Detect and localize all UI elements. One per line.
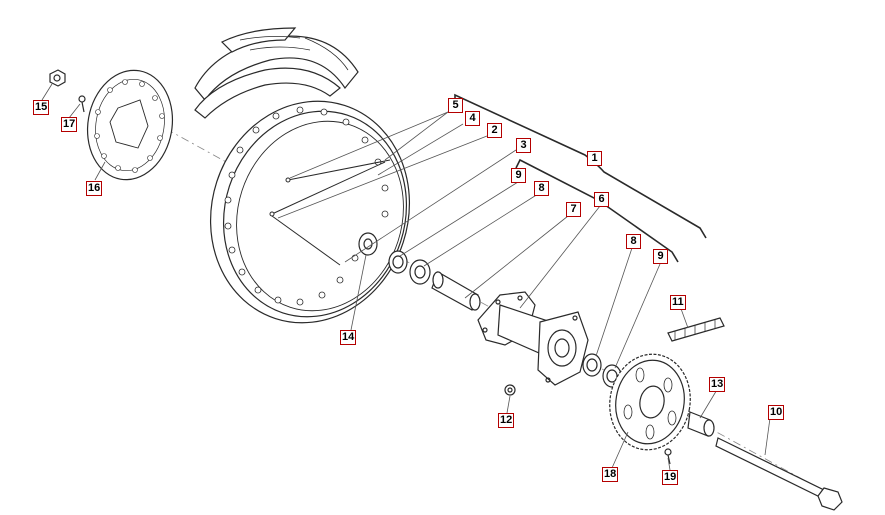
callout-9-right[interactable]: 9 <box>653 249 668 264</box>
callout-18[interactable]: 18 <box>602 467 619 482</box>
brake-disc-icon <box>86 69 174 181</box>
callout-4[interactable]: 4 <box>465 111 480 126</box>
spacer-icon <box>687 411 715 437</box>
callout-15[interactable]: 15 <box>33 100 50 115</box>
callout-9-left[interactable]: 9 <box>511 168 526 183</box>
callout-13[interactable]: 13 <box>709 377 726 392</box>
callout-1[interactable]: 1 <box>587 151 602 166</box>
axle-icon <box>715 437 843 511</box>
spacer-icon <box>431 271 481 311</box>
callout-14[interactable]: 14 <box>340 330 357 345</box>
callout-2[interactable]: 2 <box>487 123 502 138</box>
spoke-icon <box>269 159 391 266</box>
callout-16[interactable]: 16 <box>86 181 103 196</box>
callout-8-right[interactable]: 8 <box>626 234 641 249</box>
bearing-icon <box>388 250 431 285</box>
tyre-icon <box>194 27 359 119</box>
callout-7[interactable]: 7 <box>566 202 581 217</box>
nut-icon <box>49 69 66 87</box>
callout-8-left[interactable]: 8 <box>534 181 549 196</box>
callout-6[interactable]: 6 <box>594 192 609 207</box>
hub-nut-icon <box>358 232 378 256</box>
callout-3[interactable]: 3 <box>516 138 531 153</box>
hub-icon <box>477 291 589 386</box>
wheel-rim-icon <box>209 100 411 324</box>
callout-19[interactable]: 19 <box>662 470 679 485</box>
leader-lines <box>41 83 771 471</box>
callout-17[interactable]: 17 <box>61 117 78 132</box>
sprocket-icon <box>609 353 691 451</box>
chain-icon <box>667 317 725 342</box>
nut-icon <box>504 384 516 396</box>
callout-11[interactable]: 11 <box>670 295 686 310</box>
callout-bracket <box>454 93 707 263</box>
callout-12[interactable]: 12 <box>498 413 515 428</box>
callout-10[interactable]: 10 <box>768 405 785 420</box>
bolt-icon <box>664 448 672 465</box>
callout-5[interactable]: 5 <box>448 98 463 113</box>
bolt-icon <box>78 95 86 113</box>
